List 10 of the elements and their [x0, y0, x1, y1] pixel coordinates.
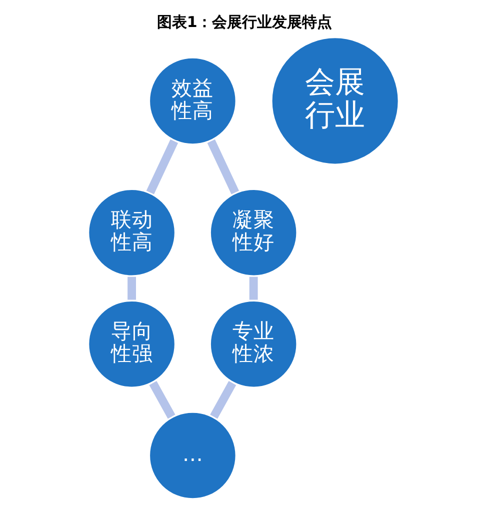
- node-circle: 凝聚性好: [208, 187, 298, 278]
- node-circle: 会展行业: [269, 35, 400, 167]
- connector: [127, 276, 136, 300]
- connector: [146, 139, 178, 194]
- connector: [248, 276, 258, 300]
- connector: [148, 380, 175, 419]
- node-circle: 专业性浓: [208, 298, 298, 390]
- connector: [206, 139, 239, 194]
- diagram-title: 图表1：会展行业发展特点: [156, 13, 332, 32]
- connector: [210, 380, 236, 419]
